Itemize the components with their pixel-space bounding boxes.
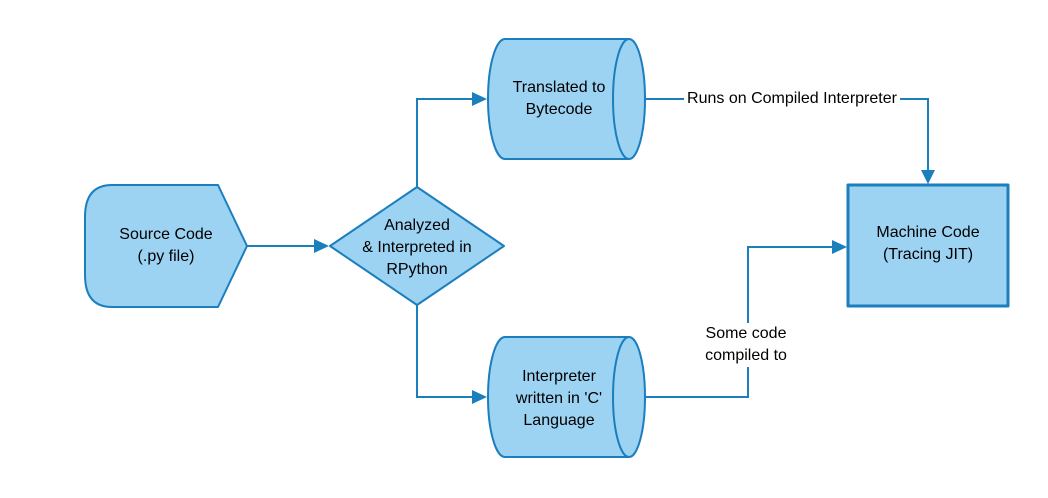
translated-cylinder-shape [487, 38, 646, 160]
source-code-label: Source Code (.py file) [119, 226, 213, 265]
analyzed-diamond-shape [329, 186, 505, 306]
interpreter-cylinder-shape [487, 336, 646, 458]
some-code-compiled-edge-label: Some code compiled to [702, 323, 790, 367]
edge-source-to-analyzed-arrowhead [314, 239, 329, 253]
edge-translated-to-machine-arrowhead [921, 170, 935, 184]
machine-code-label: Machine Code (Tracing JIT) [876, 224, 980, 263]
edge-interpreter-to-machine-arrowhead [832, 240, 847, 254]
edge-analyzed-to-translated [416, 98, 472, 187]
translated-cylinder-rim [612, 38, 630, 160]
edge-analyzed-to-translated-arrowhead [472, 92, 487, 106]
interpreter-cylinder-rim [612, 336, 630, 458]
edge-interpreter-to-machine [645, 246, 832, 398]
edge-analyzed-to-interpreter-arrowhead [472, 390, 487, 404]
analyzed-label: Analyzed & Interpreted in RPython [362, 217, 472, 278]
runs-on-compiled-interpreter-edge-label: Runs on Compiled Interpreter [684, 88, 900, 110]
translated-label: Translated to Bytecode [512, 79, 606, 118]
edge-analyzed-to-interpreter [416, 305, 472, 398]
machine-code-shape [846, 183, 1010, 308]
source-code-shape [84, 184, 248, 308]
interpreter-label: Interpreter written in 'C' Language [515, 368, 603, 429]
